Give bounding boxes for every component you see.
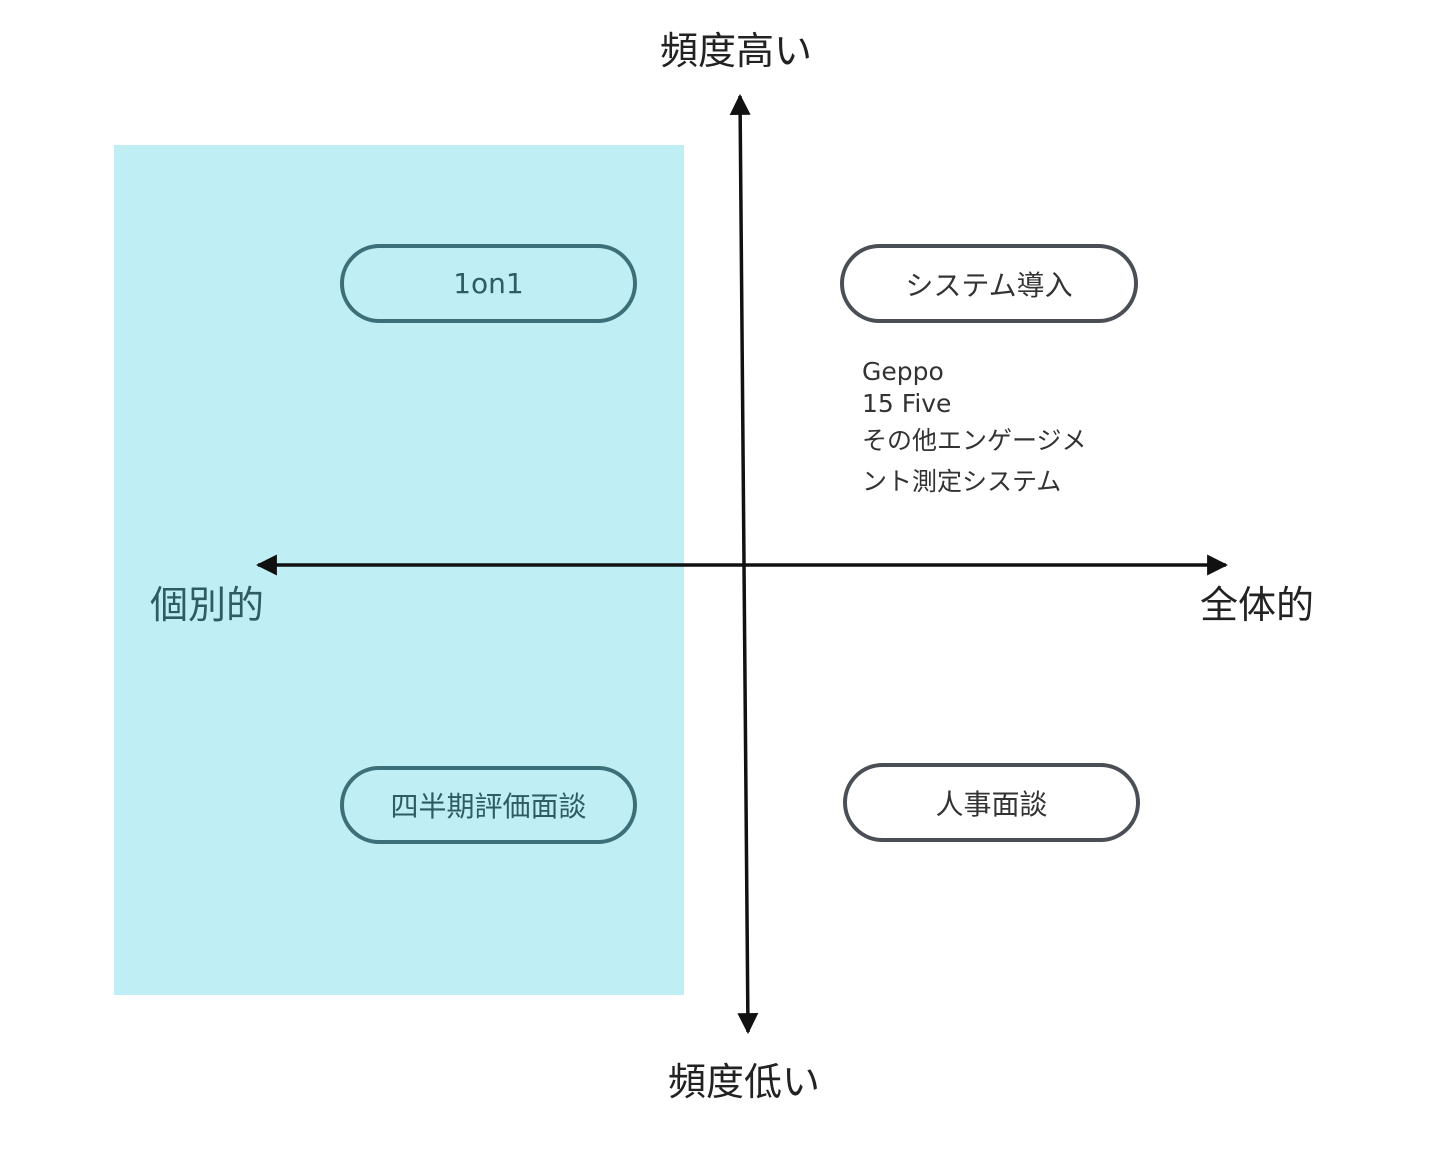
axis-label-right: 全体的 (1200, 583, 1315, 627)
axis-label-top: 頻度高い (660, 29, 813, 73)
one-on-one-label: 1on1 (453, 267, 524, 300)
system-introduction-label: システム導入 (905, 268, 1073, 302)
system-examples: Geppo 15 Five その他エンゲージメ ント測定システム (862, 356, 1087, 502)
system-example-item: Geppo (862, 357, 944, 386)
quarterly-review-label: 四半期評価面談 (390, 790, 587, 823)
one-on-one-pill: 1on1 (340, 244, 637, 323)
hr-interview-pill: 人事面談 (843, 763, 1140, 842)
axis-label-left: 個別的 (150, 583, 265, 627)
system-introduction-pill: システム導入 (840, 244, 1138, 323)
hr-interview-label: 人事面談 (935, 787, 1048, 821)
system-example-item: 15 Five (862, 389, 952, 418)
quarterly-review-pill: 四半期評価面談 (340, 766, 637, 844)
system-example-item: その他エンゲージメ (862, 426, 1087, 455)
axis-label-bottom: 頻度低い (668, 1060, 821, 1104)
system-example-item: ント測定システム (862, 467, 1062, 496)
